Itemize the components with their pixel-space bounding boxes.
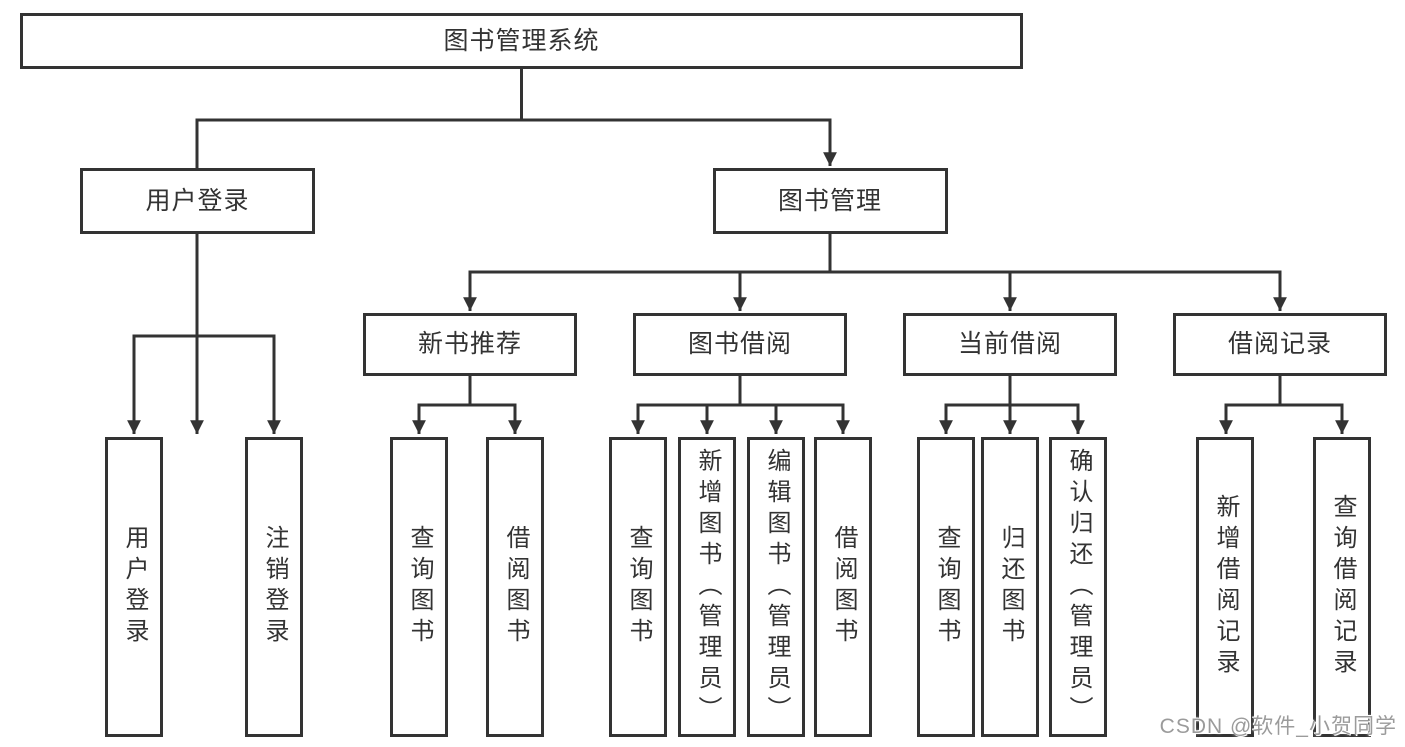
leaf-label: 用户登录: [121, 525, 148, 649]
leaf-label: 确认归还（管理员）: [1065, 447, 1092, 727]
leaf-borrow-books-recommend: 借阅图书: [486, 437, 544, 737]
leaf-add-books-admin: 新增图书（管理员）: [678, 437, 736, 737]
leaf-label: 查询图书: [933, 525, 960, 649]
leaf-label: 查询图书: [625, 525, 652, 649]
leaf-confirm-return-admin: 确认归还（管理员）: [1049, 437, 1107, 737]
node-book-borrowing: 图书借阅: [633, 313, 847, 376]
leaf-query-borrow-record: 查询借阅记录: [1313, 437, 1371, 737]
node-borrowing-records: 借阅记录: [1173, 313, 1387, 376]
node-current-borrowing: 当前借阅: [903, 313, 1117, 376]
node-library-management-system: 图书管理系统: [20, 13, 1023, 69]
leaf-user-login: 用户登录: [105, 437, 163, 737]
leaf-label: 借阅图书: [502, 525, 529, 649]
leaf-label: 新增图书（管理员）: [694, 447, 721, 727]
leaf-query-books-borrowing: 查询图书: [609, 437, 667, 737]
leaf-label: 编辑图书（管理员）: [763, 447, 790, 727]
leaf-label: 归还图书: [997, 525, 1024, 649]
leaf-label: 新增借阅记录: [1212, 494, 1239, 680]
leaf-label: 借阅图书: [830, 525, 857, 649]
leaf-query-books-recommend: 查询图书: [390, 437, 448, 737]
leaf-add-borrow-record: 新增借阅记录: [1196, 437, 1254, 737]
leaf-query-books-current: 查询图书: [917, 437, 975, 737]
leaf-return-books: 归还图书: [981, 437, 1039, 737]
node-new-book-recommendation: 新书推荐: [363, 313, 577, 376]
leaf-borrow-books: 借阅图书: [814, 437, 872, 737]
node-book-management: 图书管理: [712, 168, 948, 234]
node-user-login: 用户登录: [80, 168, 315, 234]
leaf-logout: 注销登录: [245, 437, 303, 737]
leaf-label: 注销登录: [261, 525, 288, 649]
leaf-edit-books-admin: 编辑图书（管理员）: [747, 437, 805, 737]
leaf-label: 查询图书: [406, 525, 433, 649]
leaf-label: 查询借阅记录: [1329, 494, 1356, 680]
